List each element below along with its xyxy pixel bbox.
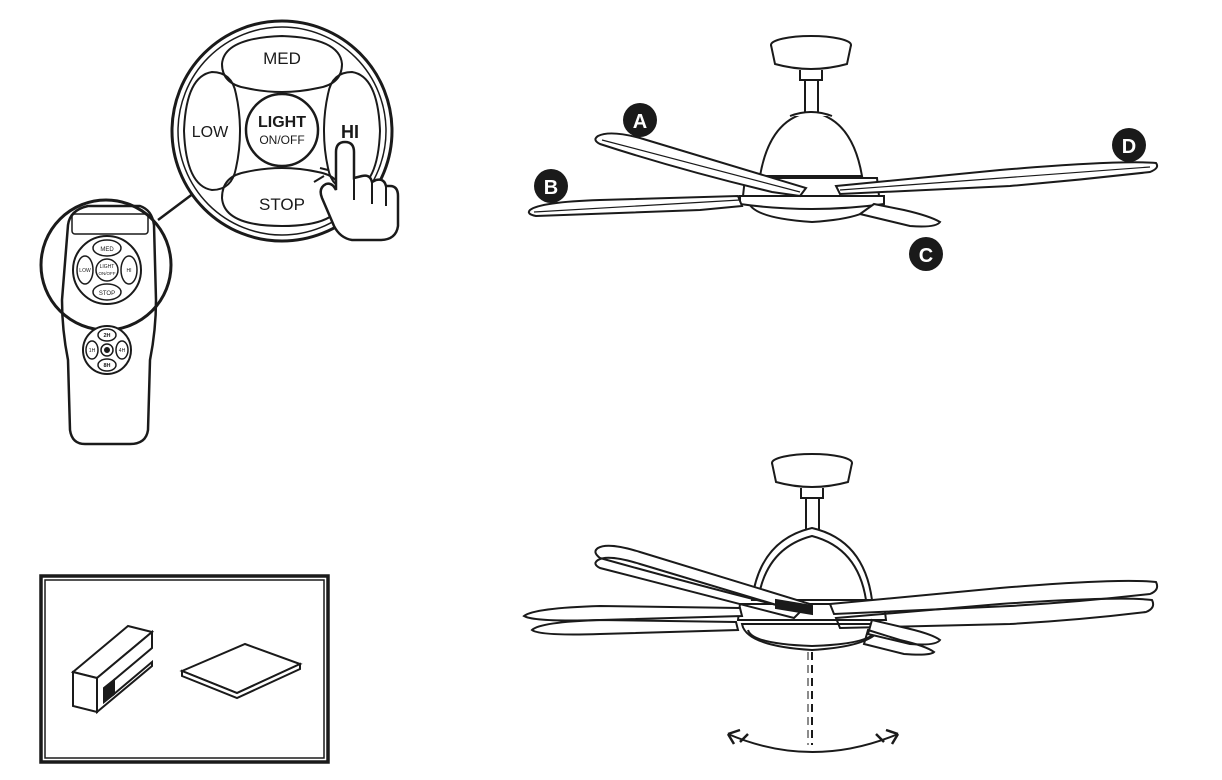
blade-label-a: A <box>623 103 657 137</box>
remote-small-hi-label: HI <box>127 268 132 274</box>
remote-zoom-inner-ring <box>177 26 387 236</box>
blade-label-c-text: C <box>919 245 933 267</box>
remote-timer-dpad <box>82 325 132 375</box>
remote-zoom-low-label: LOW <box>192 124 229 141</box>
balancing-clip-icon <box>70 624 155 715</box>
fan-bottom <box>522 453 1159 656</box>
blade-label-d: D <box>1112 128 1146 162</box>
remote-small-onoff-label: ON/OFF <box>99 271 116 276</box>
balancing-weight-icon <box>179 642 303 700</box>
remote-small-light-label: LIGHT <box>100 264 115 270</box>
remote-zoom-med-label: MED <box>263 49 301 68</box>
blade-label-c: C <box>909 237 943 271</box>
fan-top <box>527 35 1159 228</box>
remote-zoom-light-label: LIGHT <box>258 114 306 131</box>
blade-label-b: B <box>534 169 568 203</box>
remote-zoom-stop-label: STOP <box>259 195 305 214</box>
blade-label-b-text: B <box>544 177 558 199</box>
wobble-arrows-icon <box>726 652 900 753</box>
remote-top-panel <box>71 213 149 235</box>
remote-small-dpad <box>72 235 142 305</box>
remote-small-med-label: MED <box>100 247 114 253</box>
remote-timer-1h-label: 1H <box>89 348 96 354</box>
remote-zoom-hi-label: HI <box>341 122 359 142</box>
remote-zoom-light-button[interactable] <box>244 92 320 168</box>
parts-box <box>39 574 330 764</box>
blade-label-d-text: D <box>1122 136 1136 158</box>
remote-timer-4h-label: 4H <box>119 348 126 354</box>
remote-zoom-low-button[interactable] <box>182 70 242 192</box>
remote-zoom-onoff-label: ON/OFF <box>259 133 304 147</box>
hand-pointer-icon <box>313 140 400 242</box>
remote-zoom-hi-button[interactable] <box>322 70 382 192</box>
remote-timer-8h-label: 8H <box>103 363 110 369</box>
blade-label-a-text: A <box>633 111 647 133</box>
remote-zoom-med-button[interactable] <box>220 34 344 94</box>
remote-timer-2h-label: 2H <box>103 333 110 339</box>
remote-zoom-stop-button[interactable] <box>220 166 344 228</box>
remote-small-stop-label: STOP <box>99 291 115 297</box>
fan-top-blade-c <box>857 202 942 228</box>
remote-small-low-label: LOW <box>79 268 91 274</box>
